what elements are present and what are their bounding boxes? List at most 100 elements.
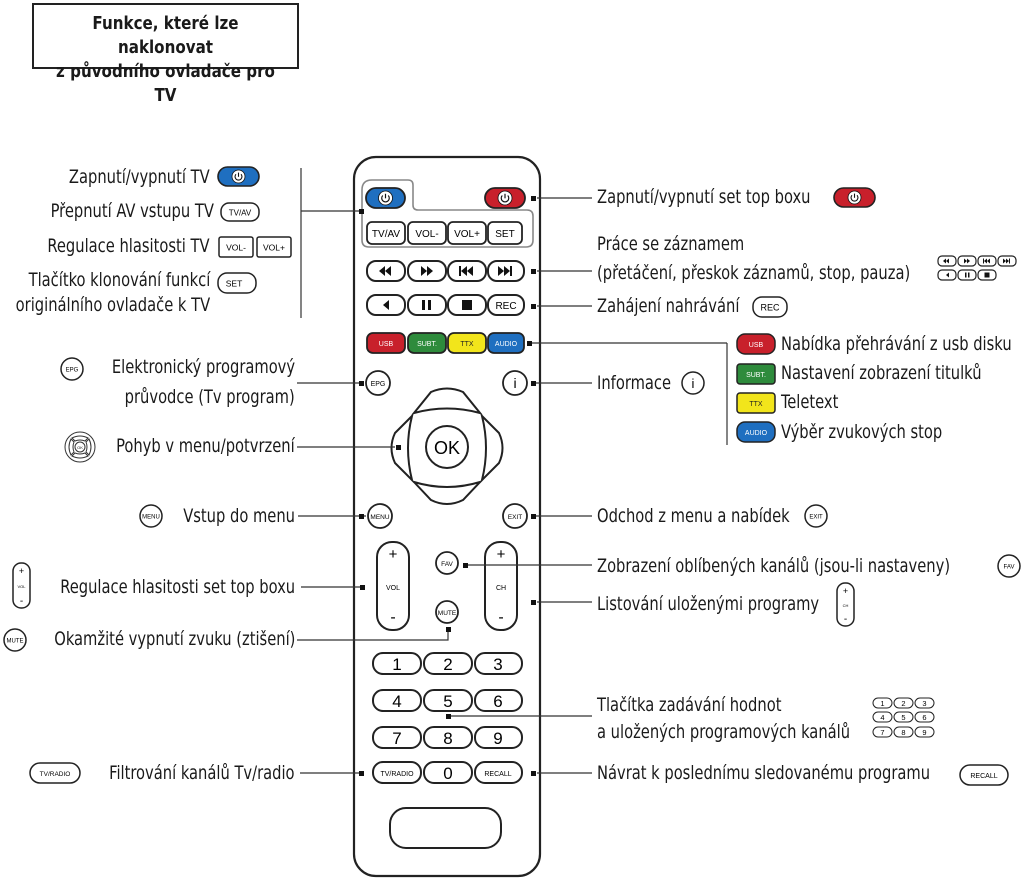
stb-power-ref-icon xyxy=(833,187,876,208)
label-navigation: Pohyb v menu/potvrzení xyxy=(116,435,295,457)
digit-button-9[interactable]: 9 xyxy=(474,726,523,749)
fav-ref-label: FAV xyxy=(1004,565,1015,571)
label-recall: Návrat k poslednímu sledovanému programu xyxy=(597,762,931,784)
label-tv-volume: Regulace hlasitosti TV xyxy=(47,235,210,257)
digit-button-3[interactable]: 3 xyxy=(474,652,523,675)
previous-button[interactable] xyxy=(447,260,487,282)
remote-bottom-panel xyxy=(389,807,502,849)
play-back-button[interactable] xyxy=(366,294,406,316)
pause-icon xyxy=(422,300,431,310)
pause-button[interactable] xyxy=(407,294,447,316)
ok-button[interactable]: OK xyxy=(425,425,469,469)
tv-radio-button[interactable]: TV/RADIO xyxy=(372,761,422,784)
arrow-up-button[interactable] xyxy=(411,387,483,415)
recall-ref-icon: RECALL xyxy=(959,764,1009,786)
menu-button[interactable]: MENU xyxy=(367,503,393,529)
mute-button[interactable]: MUTE xyxy=(435,600,459,624)
usb-button[interactable]: USB xyxy=(366,332,406,354)
stop-button[interactable] xyxy=(447,294,487,316)
usb-key-label: USB xyxy=(379,341,394,348)
mute-ref-label: MUTE xyxy=(7,639,24,645)
info-button[interactable]: i xyxy=(502,370,528,396)
label-subtitles: Nastavení zobrazení titulků xyxy=(781,362,982,384)
info-ref-icon: i xyxy=(681,371,705,395)
rewind-icon xyxy=(943,258,949,264)
arrow-left-button[interactable] xyxy=(390,412,414,484)
tv-radio-ref-icon: TV/RADIO xyxy=(29,762,81,784)
digit-ref-label: 6 xyxy=(922,713,926,722)
next-button[interactable] xyxy=(487,260,525,282)
navigation-pad: OK xyxy=(390,387,504,505)
ch-rocker[interactable]: + CH - xyxy=(484,541,518,631)
arrow-down-button[interactable] xyxy=(410,479,484,505)
rec-ref-label: REC xyxy=(760,303,780,313)
ch-plus-sign: + xyxy=(497,546,506,563)
fav-ref-icon: FAV xyxy=(997,554,1021,578)
audio-ref-icon: AUDIO xyxy=(736,421,776,443)
arrow-right-button[interactable] xyxy=(480,412,504,484)
rec-button[interactable]: REC xyxy=(487,294,525,316)
epg-button[interactable]: EPG xyxy=(365,370,391,396)
subt-ref-label: SUBT. xyxy=(746,372,766,379)
digit-ref-label: 9 xyxy=(922,728,926,737)
vol-plus-button[interactable]: VOL+ xyxy=(447,221,487,245)
vol-minus-button[interactable]: VOL- xyxy=(407,221,447,245)
label-audio: Výběr zvukových stop xyxy=(781,421,943,443)
label-teletext: Teletext xyxy=(781,391,839,413)
usb-ref-label: USB xyxy=(749,342,764,349)
audio-button[interactable]: AUDIO xyxy=(487,332,525,354)
digit-button-5[interactable]: 5 xyxy=(423,689,473,712)
tv-av-button[interactable]: TV/AV xyxy=(366,221,406,245)
rec-ref-icon: REC xyxy=(752,296,788,318)
vol-minus-key-label: VOL- xyxy=(415,229,438,240)
recall-button[interactable]: RECALL xyxy=(474,761,523,784)
digit-button-4[interactable]: 4 xyxy=(372,689,422,712)
digit-ref-label: 1 xyxy=(880,699,884,708)
stb-power-button[interactable] xyxy=(484,187,526,209)
clone-group-outline xyxy=(361,179,534,248)
plus-ref-label: + xyxy=(19,566,24,576)
digit-button-6[interactable]: 6 xyxy=(474,689,523,712)
diagram-title-line-1: Funkce, které lze naklonovat xyxy=(92,13,239,58)
fav-button[interactable]: FAV xyxy=(435,551,459,575)
ch-minus-sign: - xyxy=(498,609,503,626)
vol-minus-sign: - xyxy=(390,609,395,626)
digit-label: 6 xyxy=(493,692,502,711)
vol-plus-ref-icon: VOL+ xyxy=(256,236,292,258)
exit-button[interactable]: EXIT xyxy=(502,503,528,529)
teletext-button[interactable]: TTX xyxy=(447,332,487,354)
vol-rocker-label: VOL xyxy=(386,585,400,592)
fast-forward-button[interactable] xyxy=(407,260,447,282)
pause-icon xyxy=(965,272,970,278)
menu-ref-icon: MENU xyxy=(139,504,163,528)
label-usb: Nabídka přehrávání z usb disku xyxy=(781,333,1012,355)
plus-ref-label: + xyxy=(843,586,848,596)
label-channels: Listování uloženými programy xyxy=(597,593,820,615)
vol-rocker[interactable]: + VOL - xyxy=(376,541,410,631)
teletext-ref-icon: TTX xyxy=(736,392,776,414)
digit-button-8[interactable]: 8 xyxy=(423,726,473,749)
tv-power-button[interactable] xyxy=(365,187,406,209)
stop-icon xyxy=(462,300,472,310)
digit-label: 7 xyxy=(392,729,401,748)
set-button[interactable]: SET xyxy=(487,221,523,245)
stb-vol-ref-icon: + VOL - xyxy=(12,562,31,609)
ttx-key-label: TTX xyxy=(460,341,474,348)
subtitle-button[interactable]: SUBT. xyxy=(407,332,447,354)
digit-button-1[interactable]: 1 xyxy=(372,652,422,675)
digit-button-0[interactable]: 0 xyxy=(423,761,473,784)
label-fav: Zobrazení oblíbených kanálů (jsou-li nas… xyxy=(597,555,951,577)
digit-button-2[interactable]: 2 xyxy=(423,652,473,675)
fast-forward-icon xyxy=(421,266,433,276)
subtitle-ref-icon: SUBT. xyxy=(736,363,776,385)
digit-label: 8 xyxy=(443,729,452,748)
digit-ref-label: 2 xyxy=(901,699,905,708)
previous-icon xyxy=(983,258,990,264)
rewind-button[interactable] xyxy=(366,260,406,282)
diagram-title: Funkce, které lze naklonovat z původního… xyxy=(32,3,299,106)
play-back-icon xyxy=(946,272,949,278)
label-stb-power: Zapnutí/vypnutí set top boxu xyxy=(597,186,811,208)
digit-button-7[interactable]: 7 xyxy=(372,726,422,749)
label-epg-line1: Elektronický programový xyxy=(111,356,295,378)
recall-key-label: RECALL xyxy=(484,771,511,778)
